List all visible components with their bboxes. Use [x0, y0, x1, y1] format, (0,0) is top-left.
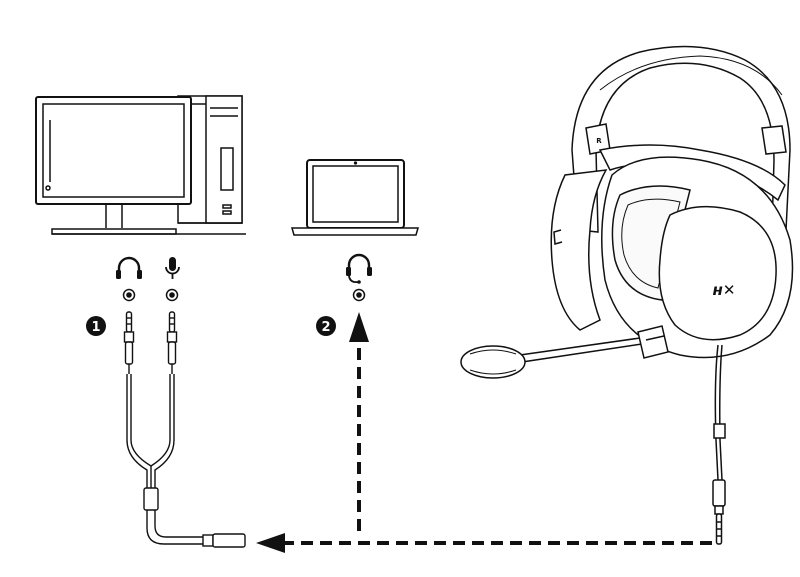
microphone-jack	[165, 288, 179, 302]
laptop-combo-jack	[352, 288, 366, 302]
arrowhead-left	[256, 533, 285, 553]
step-2-badge: 2	[316, 316, 336, 336]
headset-cable	[714, 344, 723, 481]
headset-plug	[712, 479, 726, 545]
left-earcup	[550, 169, 608, 331]
laptop-computer	[291, 159, 419, 236]
mic-foam	[460, 345, 526, 379]
headset-icon	[346, 253, 372, 284]
step-2-label: 2	[321, 320, 330, 335]
connection-arrows	[256, 312, 712, 553]
microphone-plug	[166, 311, 178, 374]
splitter-cable	[123, 311, 246, 548]
headphone-jack	[122, 288, 136, 302]
desktop-computer	[35, 95, 246, 235]
headphone-icon	[116, 256, 142, 279]
headphone-plug	[123, 311, 135, 374]
pc-monitor	[35, 96, 246, 235]
earcup-plate	[658, 205, 777, 341]
side-marker: R	[596, 137, 602, 145]
brand-logo: ʜ✕	[713, 281, 736, 299]
step-1-label: 1	[91, 320, 100, 335]
headset: R ʜ✕	[460, 45, 794, 545]
detachable-microphone	[460, 325, 669, 379]
headband	[571, 45, 791, 233]
arrowhead-up	[349, 312, 369, 342]
step-1-badge: 1	[86, 316, 106, 336]
microphone-icon	[165, 257, 180, 279]
